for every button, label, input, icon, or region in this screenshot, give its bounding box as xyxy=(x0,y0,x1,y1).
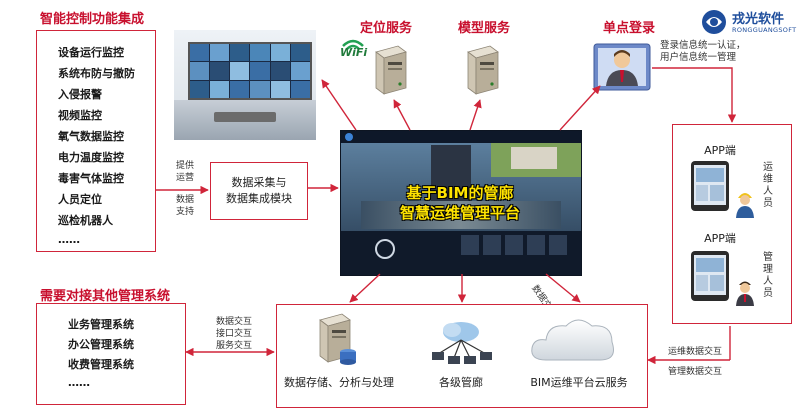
cloud-icon xyxy=(528,312,618,368)
collector-box xyxy=(210,162,308,220)
brand-sub: RONGGUANGSOFT xyxy=(732,26,797,34)
exchange-1: 数据交互 xyxy=(216,317,253,327)
data-support-2: 支持 xyxy=(176,207,195,217)
provide-ops-2: 运营 xyxy=(176,173,195,183)
list-item: 氧气数据监控 xyxy=(58,130,124,143)
left-bottom-title: 需要对接其他管理系统 xyxy=(40,289,171,304)
list-item: 巡检机器人 xyxy=(58,214,113,227)
sso-desc-2: 用户信息统一管理 xyxy=(660,52,737,63)
cloud-label: BIM运维平台云服务 xyxy=(530,376,628,389)
list-item: 收费管理系统 xyxy=(68,358,134,371)
list-item: 系统布防与撤防 xyxy=(58,67,135,80)
user-card-icon xyxy=(592,40,652,94)
sso-label: 单点登录 xyxy=(603,21,656,36)
pipes-label: 各级管廊 xyxy=(439,376,483,389)
left-bottom-box xyxy=(36,303,186,405)
brand-name: 戎光软件 xyxy=(732,12,785,27)
video-wall-image xyxy=(174,30,316,140)
mgmt-staff-label: 管理人员 xyxy=(763,252,773,299)
location-service-label: 定位服务 xyxy=(360,21,413,36)
collector-line-2: 数据集成模块 xyxy=(226,192,292,205)
provide-ops-1: 提供 xyxy=(176,161,195,171)
left-top-box xyxy=(36,30,156,252)
app-label-1: APP端 xyxy=(704,144,736,157)
list-item: …… xyxy=(68,376,90,389)
tablet-icon-1 xyxy=(690,160,730,212)
list-item: 入侵报警 xyxy=(58,88,102,101)
brand-logo-icon xyxy=(702,10,726,34)
list-item: …… xyxy=(58,233,80,246)
ops-staff-icon xyxy=(734,188,756,218)
platform-title-1: 基于BIM的管廊 xyxy=(406,184,514,202)
storage-label: 数据存储、分析与处理 xyxy=(284,376,394,389)
exchange-3: 服务交互 xyxy=(216,341,253,351)
location-server-icon xyxy=(372,44,410,96)
model-server-icon xyxy=(464,44,502,96)
data-support-1: 数据 xyxy=(176,195,195,205)
list-item: 办公管理系统 xyxy=(68,338,134,351)
list-item: 设备运行监控 xyxy=(58,46,124,59)
left-top-title: 智能控制功能集成 xyxy=(40,12,145,27)
brand-logo: 戎光软件 RONGGUANGSOFT xyxy=(700,6,796,40)
list-item: 毒害气体监控 xyxy=(58,172,124,185)
platform-screenshot xyxy=(340,130,582,276)
app-label-2: APP端 xyxy=(704,232,736,245)
left-top-list: 设备运行监控 系统布防与撤防 入侵报警 视频监控 氧气数据监控 电力温度监控 毒… xyxy=(58,44,135,254)
list-item: 人员定位 xyxy=(58,193,102,206)
sso-desc-1: 登录信息统一认证， xyxy=(660,40,746,51)
left-bottom-list: 业务管理系统 办公管理系统 收费管理系统 …… xyxy=(68,316,134,396)
tablet-icon-2 xyxy=(690,250,730,302)
list-item: 视频监控 xyxy=(58,109,102,122)
ops-staff-label: 运维人员 xyxy=(763,162,773,209)
wifi-icon: WiFi xyxy=(338,36,368,59)
platform-title-2: 智慧运维管理平台 xyxy=(399,204,520,222)
mgmt-staff-icon xyxy=(734,276,756,306)
list-item: 电力温度监控 xyxy=(58,151,124,164)
storage-server-icon xyxy=(316,312,358,368)
collector-line-1: 数据采集与 xyxy=(231,176,287,189)
wifi-label: WiFi xyxy=(340,46,368,59)
ops-data-label: 运维数据交互 xyxy=(668,347,723,357)
pipes-network-icon xyxy=(430,318,492,364)
mgmt-data-label: 管理数据交互 xyxy=(668,367,723,377)
list-item: 业务管理系统 xyxy=(68,318,134,331)
exchange-2: 接口交互 xyxy=(216,329,253,339)
model-service-label: 模型服务 xyxy=(458,21,511,36)
